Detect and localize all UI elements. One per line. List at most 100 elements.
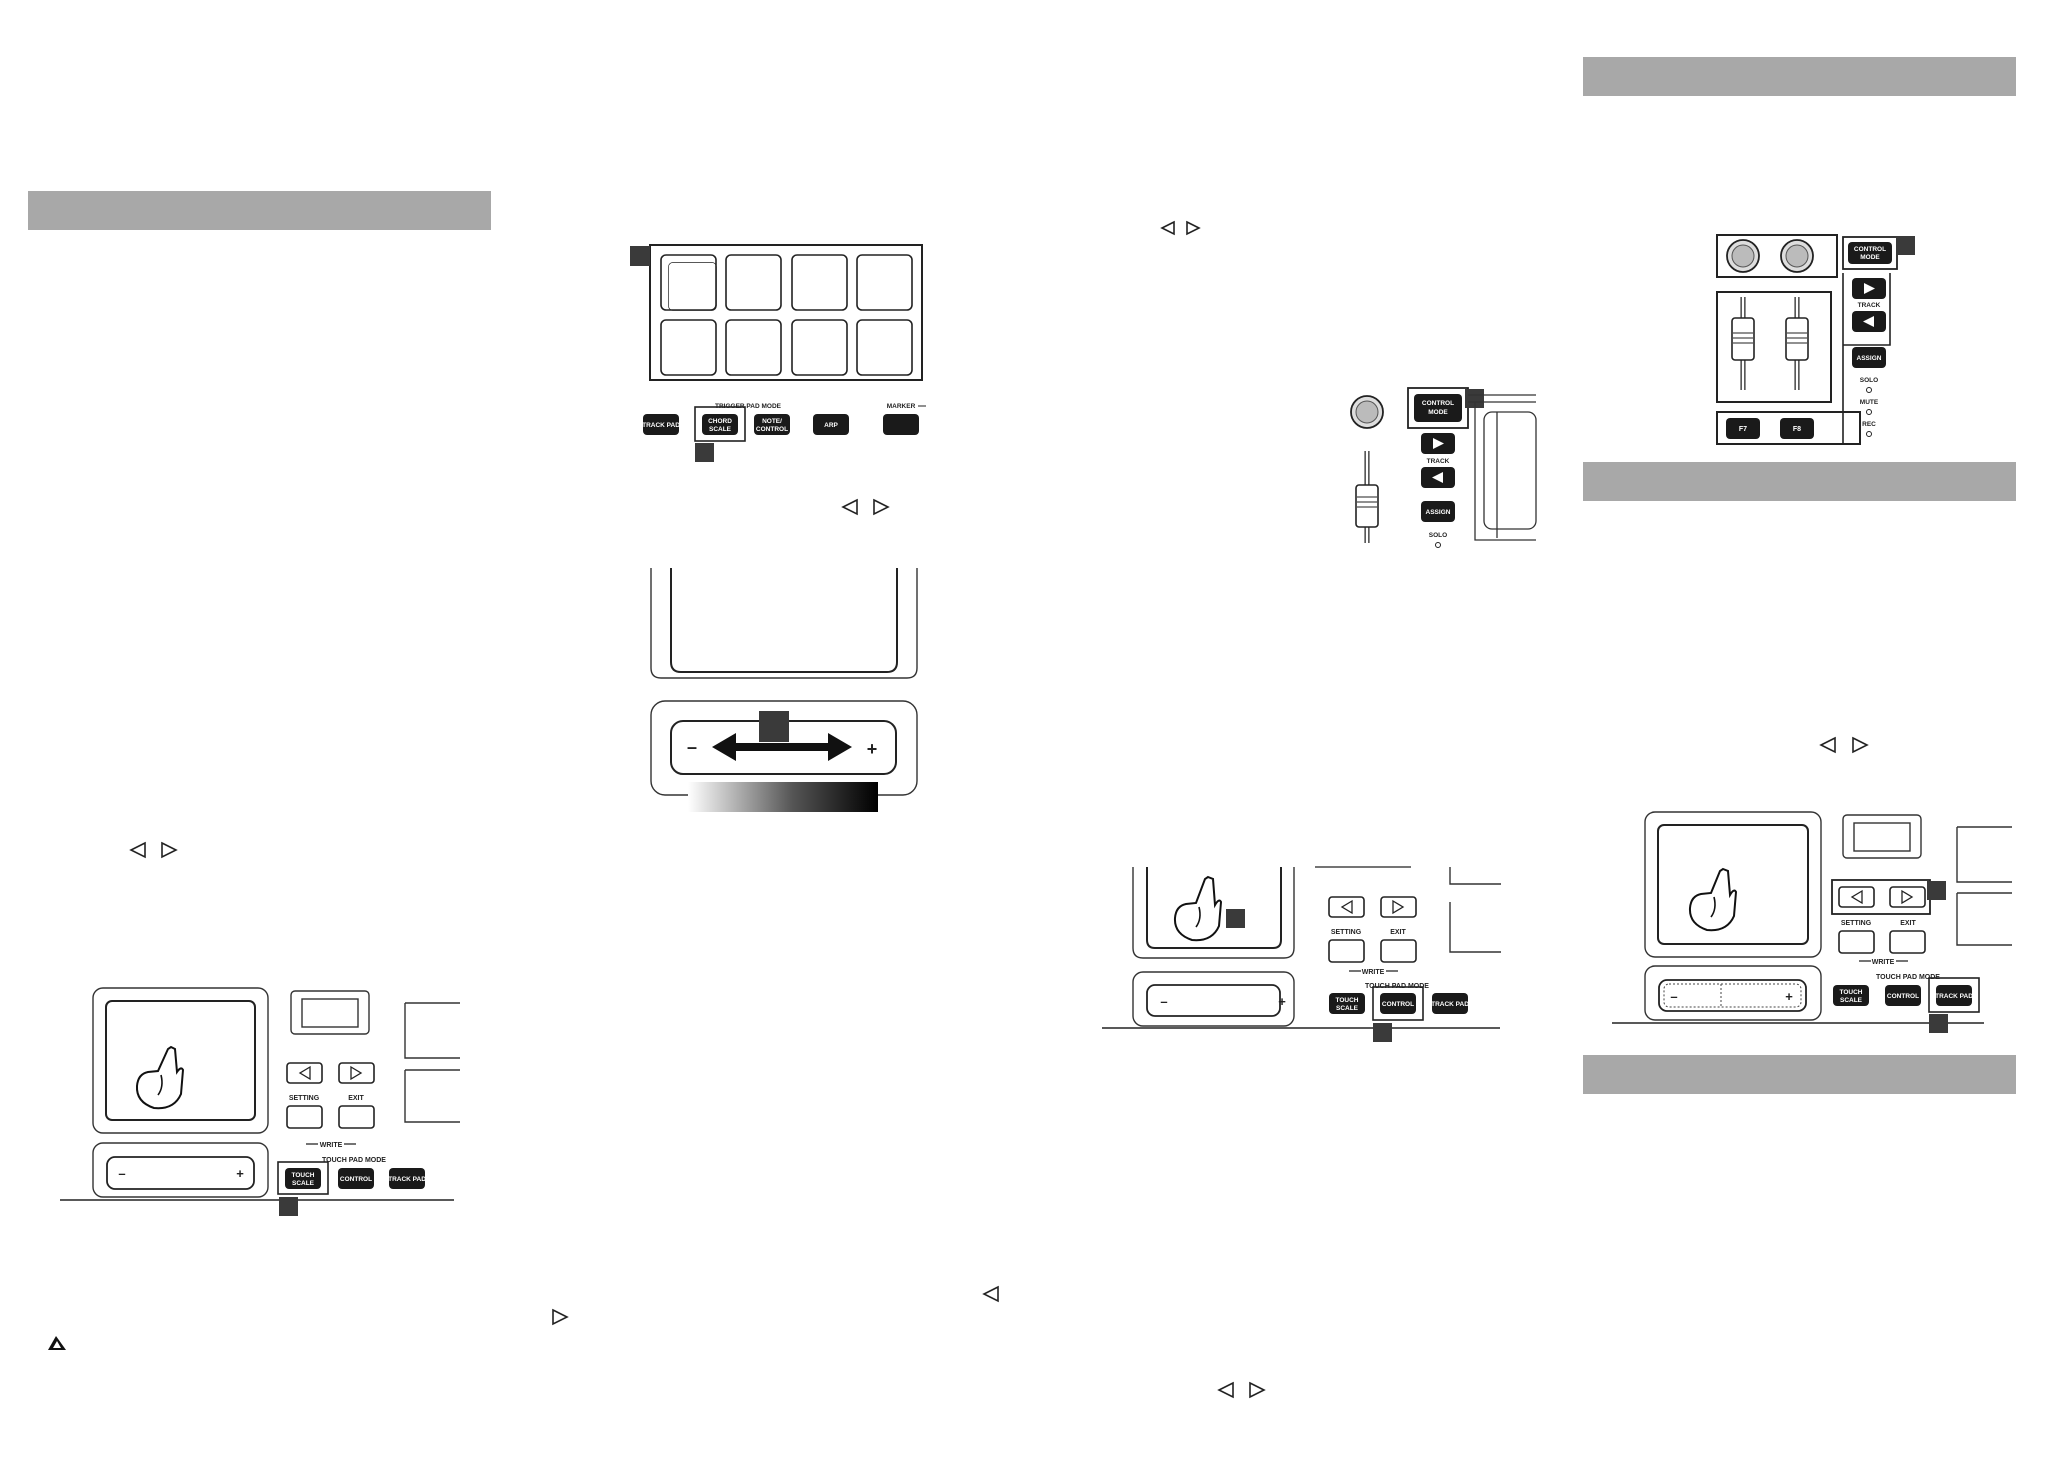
hand-pointer-icon xyxy=(1173,875,1223,942)
minus-sign: – xyxy=(118,1166,125,1181)
control-mode-label-b: MODE xyxy=(1860,254,1880,261)
figure-touch-scale: SETTING EXIT WRITE – + TOUCH PAD MODE TO… xyxy=(60,987,460,1216)
setting-label: SETTING xyxy=(1841,920,1872,927)
touch-scale-button[interactable] xyxy=(1833,985,1869,1006)
marker-label: MARKER xyxy=(887,403,916,410)
touch-scale-button[interactable] xyxy=(285,1168,321,1189)
assign-button[interactable] xyxy=(1421,501,1455,522)
control-mode-label-a: CONTROL xyxy=(1854,246,1886,253)
track-pad-label: TRACK PAD xyxy=(1431,1001,1469,1008)
f8-button[interactable] xyxy=(1780,418,1814,439)
callout-marker xyxy=(759,711,789,742)
callout-marker xyxy=(630,246,650,266)
heading-band-4 xyxy=(1583,1055,2016,1094)
exit-button[interactable] xyxy=(338,1105,375,1129)
track-pad-button[interactable] xyxy=(643,414,679,435)
triangle-left-icon xyxy=(1217,1381,1234,1399)
chord-label: CHORD xyxy=(708,418,732,425)
heading-band-3 xyxy=(1583,462,2016,501)
triangle-left-icon xyxy=(982,1285,999,1303)
arp-button[interactable] xyxy=(813,414,849,435)
marker-button[interactable] xyxy=(883,414,919,435)
setting-label: SETTING xyxy=(1331,929,1362,936)
exit-button[interactable] xyxy=(1380,939,1417,963)
f7-button[interactable] xyxy=(1726,418,1760,439)
control-button[interactable] xyxy=(1885,985,1921,1006)
control-label: CONTROL xyxy=(340,1176,372,1183)
plus-sign: + xyxy=(236,1166,244,1181)
control-mode-button[interactable] xyxy=(1414,394,1462,422)
callout-marker xyxy=(1373,1023,1392,1042)
track-label: TRACK xyxy=(1427,458,1450,465)
control-mode-label-b: MODE xyxy=(1428,409,1448,416)
track-pad-label: TRACK PAD xyxy=(1935,993,1973,1000)
touch-pad-mode-label: TOUCH PAD MODE xyxy=(322,1157,386,1164)
assign-button[interactable] xyxy=(1852,347,1886,368)
scale-label: SCALE xyxy=(709,426,732,433)
control-label: CONTROL xyxy=(1382,1001,1414,1008)
pad-grid xyxy=(660,254,913,376)
arp-label: ARP xyxy=(824,422,838,429)
figure-touch-slider: – + xyxy=(650,568,918,812)
triangle-right-icon xyxy=(873,498,890,516)
touch-pad-mode-label: TOUCH PAD MODE xyxy=(1876,974,1940,981)
plus-sign: + xyxy=(867,739,878,759)
hand-pointer-icon xyxy=(1688,867,1738,932)
note-control-button[interactable] xyxy=(754,414,790,435)
heading-band-1 xyxy=(28,191,491,230)
callout-marker xyxy=(1896,236,1915,255)
write-label: WRITE xyxy=(320,1142,343,1149)
scale-label: SCALE xyxy=(292,1180,315,1187)
callout-marker xyxy=(1226,909,1245,928)
setting-button[interactable] xyxy=(1838,930,1875,954)
control-mode-label-a: CONTROL xyxy=(1422,400,1454,407)
control-button[interactable] xyxy=(1380,993,1416,1014)
plus-sign: + xyxy=(1278,994,1286,1009)
callout-marker xyxy=(279,1197,298,1216)
setting-label: SETTING xyxy=(289,1095,320,1102)
track-pad-label: TRACK PAD xyxy=(388,1176,426,1183)
triangle-right-icon xyxy=(1852,736,1869,754)
f8-label: F8 xyxy=(1793,426,1801,433)
touch-label: TOUCH xyxy=(1840,989,1863,996)
triangle-right-icon xyxy=(1249,1381,1266,1399)
touch-scale-button[interactable] xyxy=(1329,993,1365,1014)
minus-sign: – xyxy=(1670,989,1677,1004)
plus-sign: + xyxy=(1785,989,1793,1004)
exit-label: EXIT xyxy=(1900,920,1916,927)
warning-icon xyxy=(48,1336,66,1350)
figure-track-pad: SETTING EXIT WRITE – + TOUCH PAD MODE TO… xyxy=(1612,811,2012,1033)
exit-button[interactable] xyxy=(1889,930,1926,954)
touch-label: TOUCH xyxy=(292,1172,315,1179)
track-label: TRACK xyxy=(1858,302,1881,309)
triangle-right-icon xyxy=(1186,220,1201,236)
track-pad-button[interactable] xyxy=(1432,993,1468,1014)
callout-marker xyxy=(1465,389,1484,408)
hand-pointer-icon xyxy=(135,1045,185,1110)
minus-sign: – xyxy=(1160,994,1167,1009)
setting-button[interactable] xyxy=(1328,939,1365,963)
write-label: WRITE xyxy=(1362,969,1385,976)
triangle-left-icon xyxy=(129,841,146,859)
callout-marker xyxy=(1927,881,1946,900)
triangle-left-icon xyxy=(1819,736,1836,754)
control-button[interactable] xyxy=(338,1168,374,1189)
heading-band-2 xyxy=(1583,57,2016,96)
control-mode-button[interactable] xyxy=(1848,242,1892,264)
double-arrow-icon xyxy=(712,733,852,761)
track-pad-button[interactable] xyxy=(389,1168,425,1189)
triangle-right-icon xyxy=(161,841,178,859)
chord-scale-button[interactable] xyxy=(702,414,738,435)
figure-control: – + SETTING EXIT WRITE TOUCH PAD MODE TO… xyxy=(1102,866,1501,1042)
track-pad-button[interactable] xyxy=(1936,985,1972,1006)
solo-label: SOLO xyxy=(1429,532,1447,539)
trigger-pad-mode-label: TRIGGER PAD MODE xyxy=(715,403,782,410)
exit-label: EXIT xyxy=(348,1095,364,1102)
setting-button[interactable] xyxy=(286,1105,323,1129)
f7-label: F7 xyxy=(1739,426,1747,433)
scale-label: SCALE xyxy=(1840,997,1863,1004)
triangle-left-icon xyxy=(1160,220,1175,236)
assign-label: ASSIGN xyxy=(1426,509,1451,516)
gradient-bar xyxy=(688,782,878,812)
